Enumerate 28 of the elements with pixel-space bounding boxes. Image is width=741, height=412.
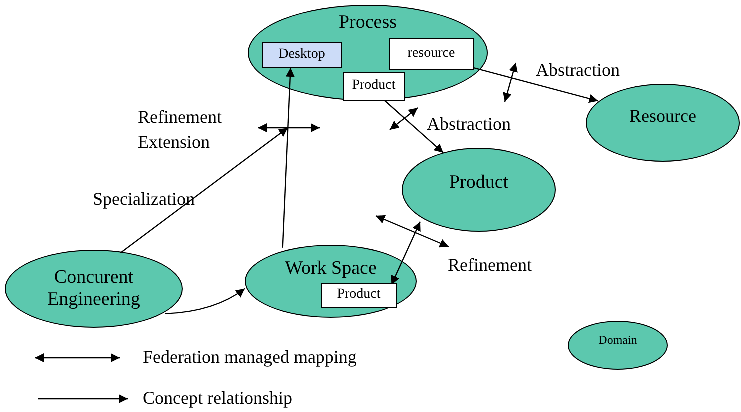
arrow bbox=[384, 100, 444, 154]
node-label: Desktop bbox=[278, 46, 326, 64]
arrow bbox=[120, 128, 288, 254]
node-label: Work Space bbox=[285, 258, 377, 280]
legend-text: Concept relationship bbox=[143, 388, 292, 409]
node-label: Domain bbox=[598, 334, 638, 348]
node-label: Concurent Engineering bbox=[46, 267, 142, 311]
relation-label: Refinement bbox=[448, 255, 532, 276]
node-label: resource bbox=[408, 46, 456, 62]
relation-label: Extension bbox=[138, 132, 210, 153]
legend-text: Federation managed mapping bbox=[143, 347, 357, 368]
concept-box bbox=[262, 42, 342, 68]
relation-label: Specialization bbox=[93, 189, 195, 210]
relation-label: Refinement bbox=[138, 107, 222, 128]
relation-label: Abstraction bbox=[536, 60, 620, 81]
relation-label: Abstraction bbox=[427, 114, 511, 135]
node-label: Resource bbox=[630, 106, 696, 126]
concept-box bbox=[343, 72, 405, 101]
arrow bbox=[282, 68, 295, 248]
arrow bbox=[165, 288, 246, 315]
node-label: Product bbox=[337, 287, 381, 304]
node-label: Product bbox=[449, 172, 509, 194]
concept-box bbox=[321, 283, 397, 308]
node-label: Product bbox=[352, 78, 396, 95]
arrow bbox=[391, 222, 422, 286]
concept-box bbox=[389, 38, 474, 70]
node-label: Process bbox=[338, 12, 398, 34]
arrow bbox=[474, 68, 598, 104]
